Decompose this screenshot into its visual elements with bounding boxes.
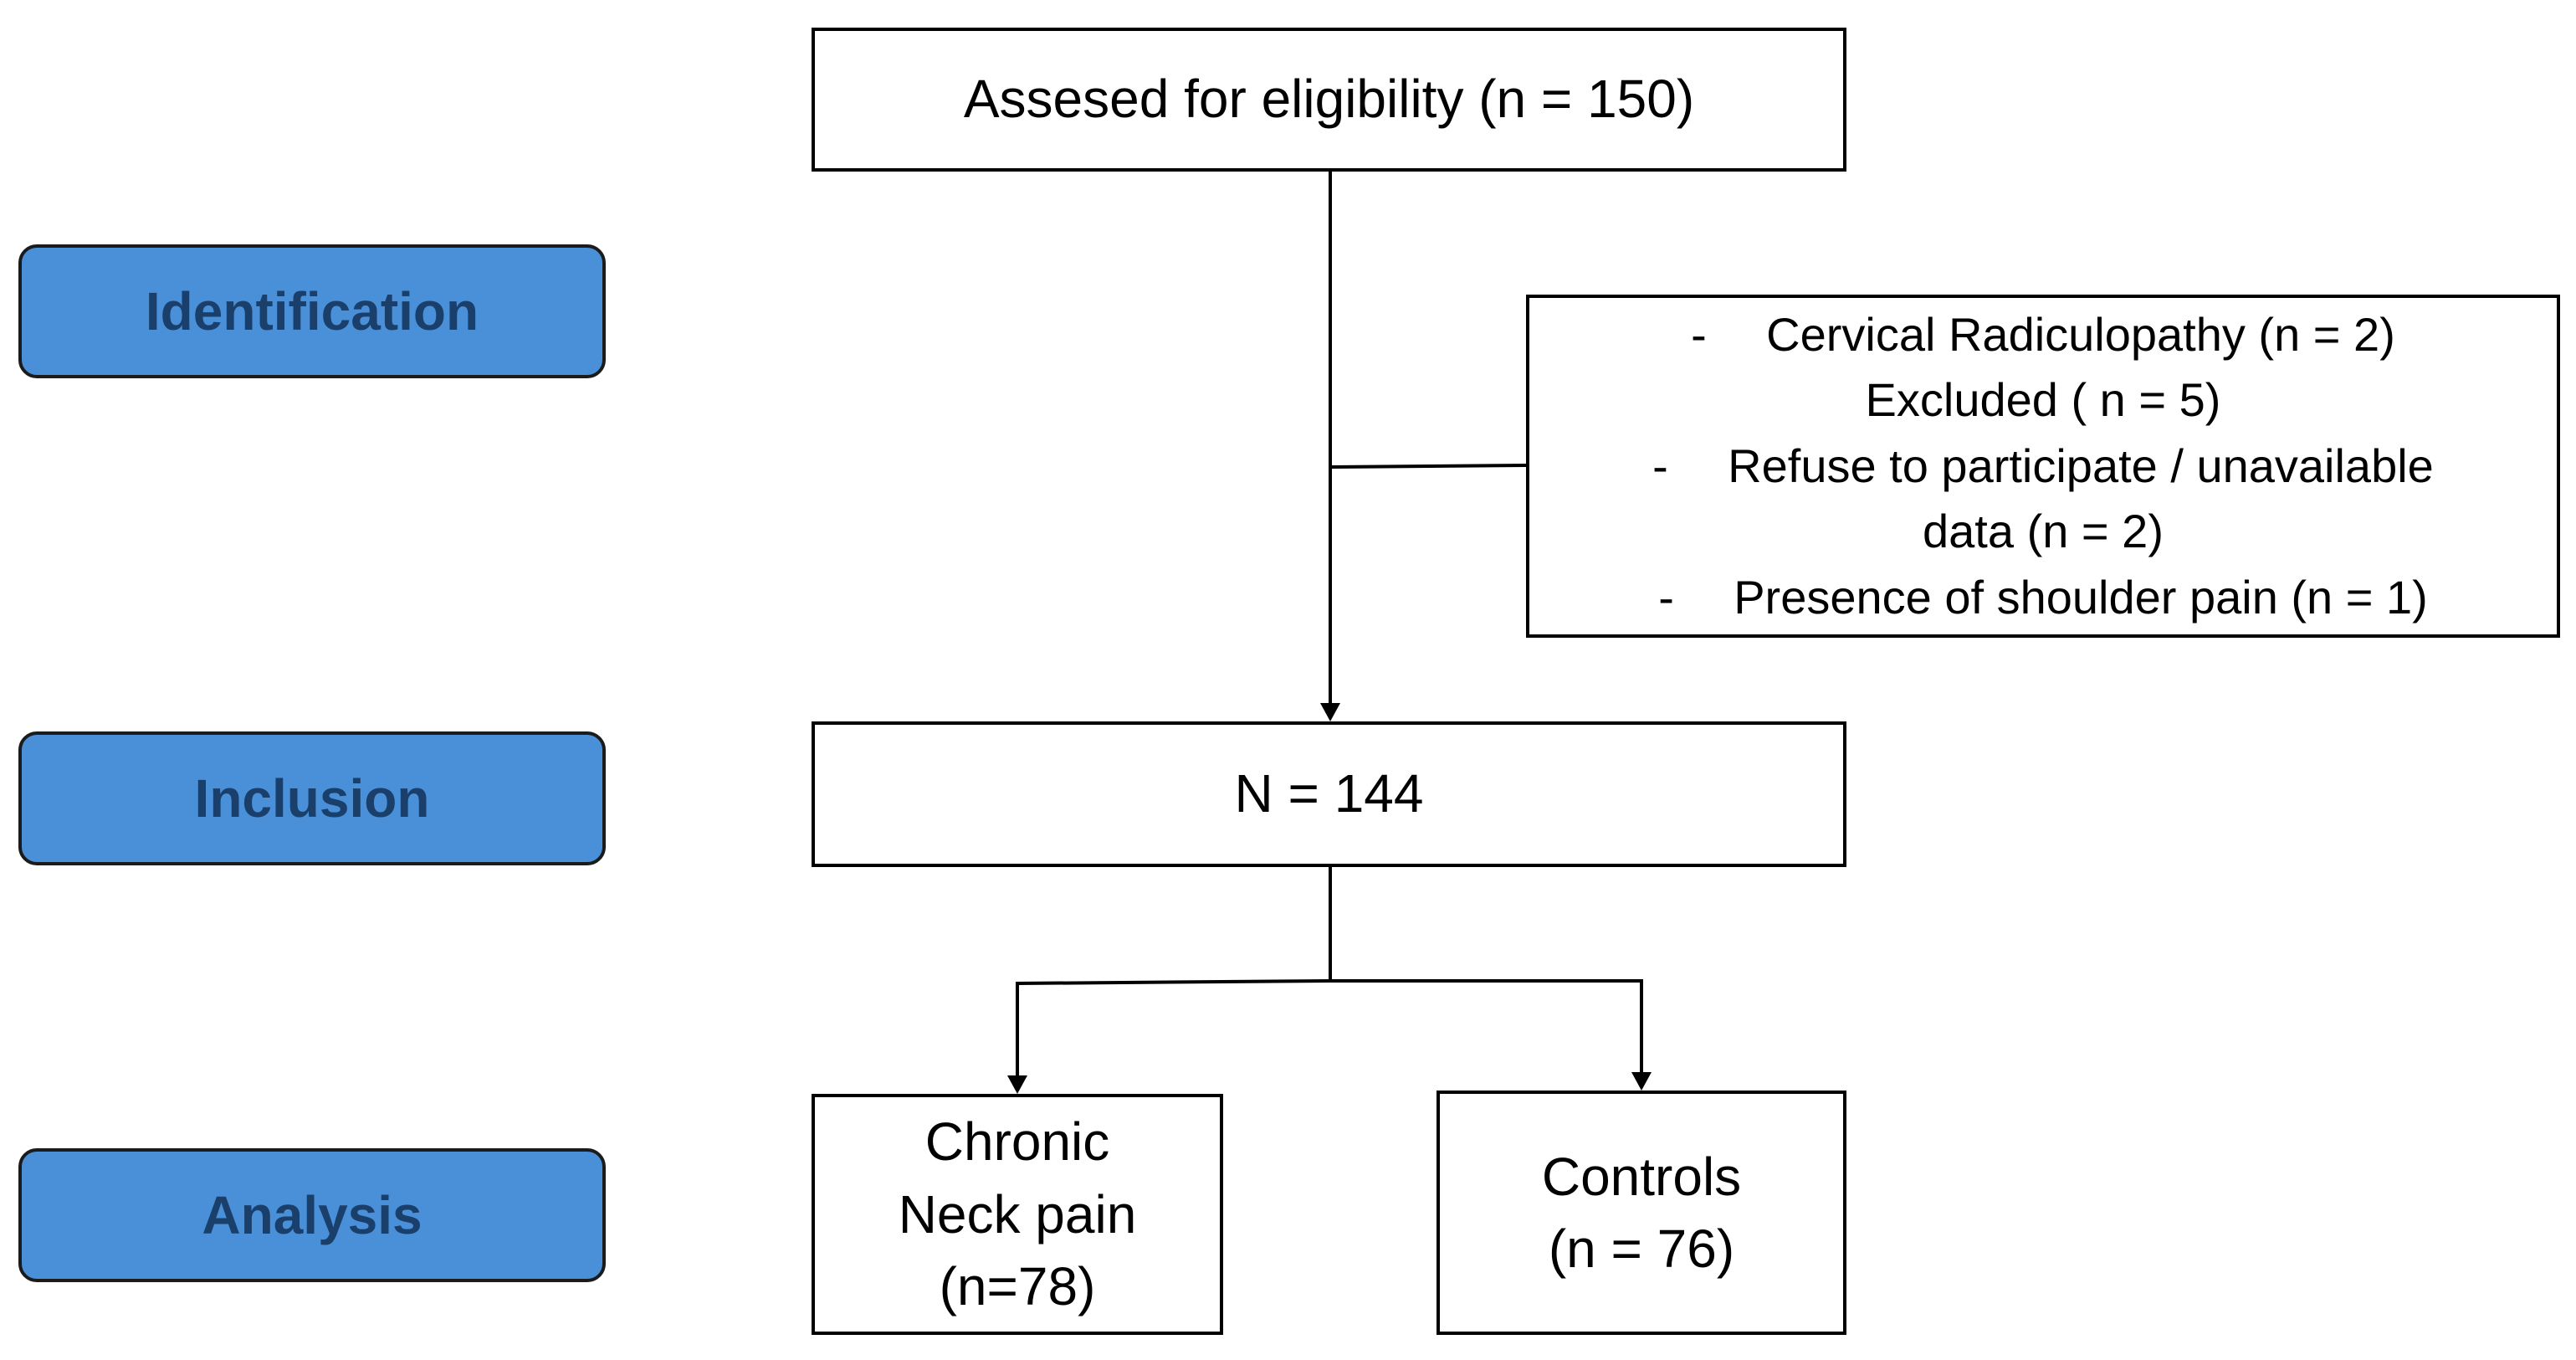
- chronic-neck-pain-line-2: Neck pain: [898, 1183, 1137, 1245]
- exclusion-item-refuse-text-1: Refuse to participate / unavailable: [1728, 439, 2434, 492]
- chronic-neck-pain-line-3: (n=78): [939, 1256, 1096, 1317]
- controls-box: Controls (n = 76): [1437, 1091, 1846, 1335]
- exclusion-item-shoulder-pain: - Presence of shoulder pain (n = 1): [1658, 565, 2428, 630]
- exclusion-title: Excluded ( n = 5): [1865, 373, 2221, 427]
- exclusion-box: - Cervical Radiculopathy (n = 2) Exclude…: [1526, 295, 2560, 638]
- included-box: N = 144: [812, 721, 1846, 867]
- arrowhead-included: [1320, 703, 1340, 721]
- exclusion-item-radiculopathy-text: Cervical Radiculopathy (n = 2): [1766, 308, 2395, 362]
- exclusion-item-radiculopathy: - Cervical Radiculopathy (n = 2): [1691, 302, 2395, 367]
- connector-to-chronic-neck-pain: [1016, 979, 1331, 1080]
- controls-line-2: (n = 76): [1548, 1219, 1735, 1279]
- included-text: N = 144: [1234, 763, 1424, 824]
- bullet-dash: -: [1691, 308, 1707, 362]
- exclusion-item-refuse: - Refuse to participate / unavailable: [1652, 434, 2434, 499]
- exclusion-item-refuse-text-2: data (n = 2): [1923, 505, 2164, 558]
- chronic-neck-pain-box: Chronic Neck pain (n=78): [812, 1094, 1223, 1335]
- stage-label-inclusion: Inclusion: [18, 731, 606, 865]
- stage-identification-text: Identification: [145, 281, 479, 341]
- eligibility-box: Assesed for eligibility (n = 150): [812, 28, 1846, 172]
- arrowhead-controls: [1631, 1072, 1652, 1091]
- arrowhead-chronic-neck-pain: [1007, 1075, 1027, 1094]
- stage-label-identification: Identification: [18, 244, 606, 378]
- stage-analysis-text: Analysis: [202, 1185, 423, 1245]
- stage-inclusion-text: Inclusion: [194, 768, 430, 829]
- exclusion-item-shoulder-pain-text: Presence of shoulder pain (n = 1): [1734, 570, 2428, 624]
- connector-to-exclusion: [1331, 464, 1527, 469]
- controls-line-1: Controls: [1541, 1146, 1742, 1207]
- chronic-neck-pain-line-1: Chronic: [924, 1111, 1110, 1173]
- eligibility-text: Assesed for eligibility (n = 150): [963, 69, 1695, 130]
- bullet-dash: -: [1652, 439, 1668, 492]
- stage-label-analysis: Analysis: [18, 1148, 606, 1282]
- connector-to-controls: [1330, 979, 1643, 1076]
- bullet-dash: -: [1658, 570, 1674, 624]
